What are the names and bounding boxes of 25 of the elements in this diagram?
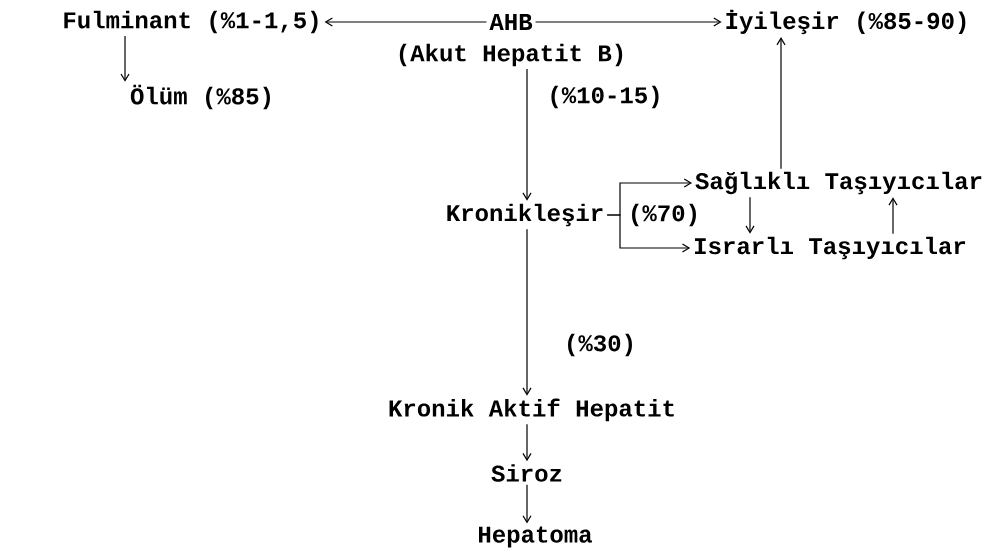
arrow xyxy=(522,68,532,201)
arrow xyxy=(324,17,488,27)
carrier-text: Sağlıklı Taşıyıcılar xyxy=(695,171,982,195)
stage-text: Kronik Aktif Hepatit xyxy=(389,398,674,422)
arrow xyxy=(745,196,755,234)
edge-label: (%30) xyxy=(562,332,638,358)
outcome-text: Ölüm (%85) xyxy=(130,84,270,110)
arrow xyxy=(522,423,532,462)
stage-text: Hepatoma xyxy=(479,526,592,548)
arrow xyxy=(120,35,130,82)
arrow xyxy=(888,197,898,235)
subtitle-text: (Akut Hepatit B) xyxy=(399,43,623,67)
disease-text: AHB xyxy=(489,14,533,30)
arrow xyxy=(522,228,532,396)
arrow xyxy=(534,17,722,27)
carrier-text: Israrlı Taşıyıcılar xyxy=(695,236,966,260)
arrow xyxy=(522,484,532,524)
arrow xyxy=(776,37,786,170)
edge-label: (%70) xyxy=(626,202,702,228)
edge-label: (%10-15) xyxy=(546,84,664,110)
stage-text: Kronikleşir xyxy=(447,203,603,227)
arrow xyxy=(606,214,691,253)
outcome-text: Fulminant (%1-1,5) xyxy=(64,10,318,34)
outcome-text: İyileşir (%85-90) xyxy=(726,9,966,35)
stage-text: Siroz xyxy=(491,464,562,482)
